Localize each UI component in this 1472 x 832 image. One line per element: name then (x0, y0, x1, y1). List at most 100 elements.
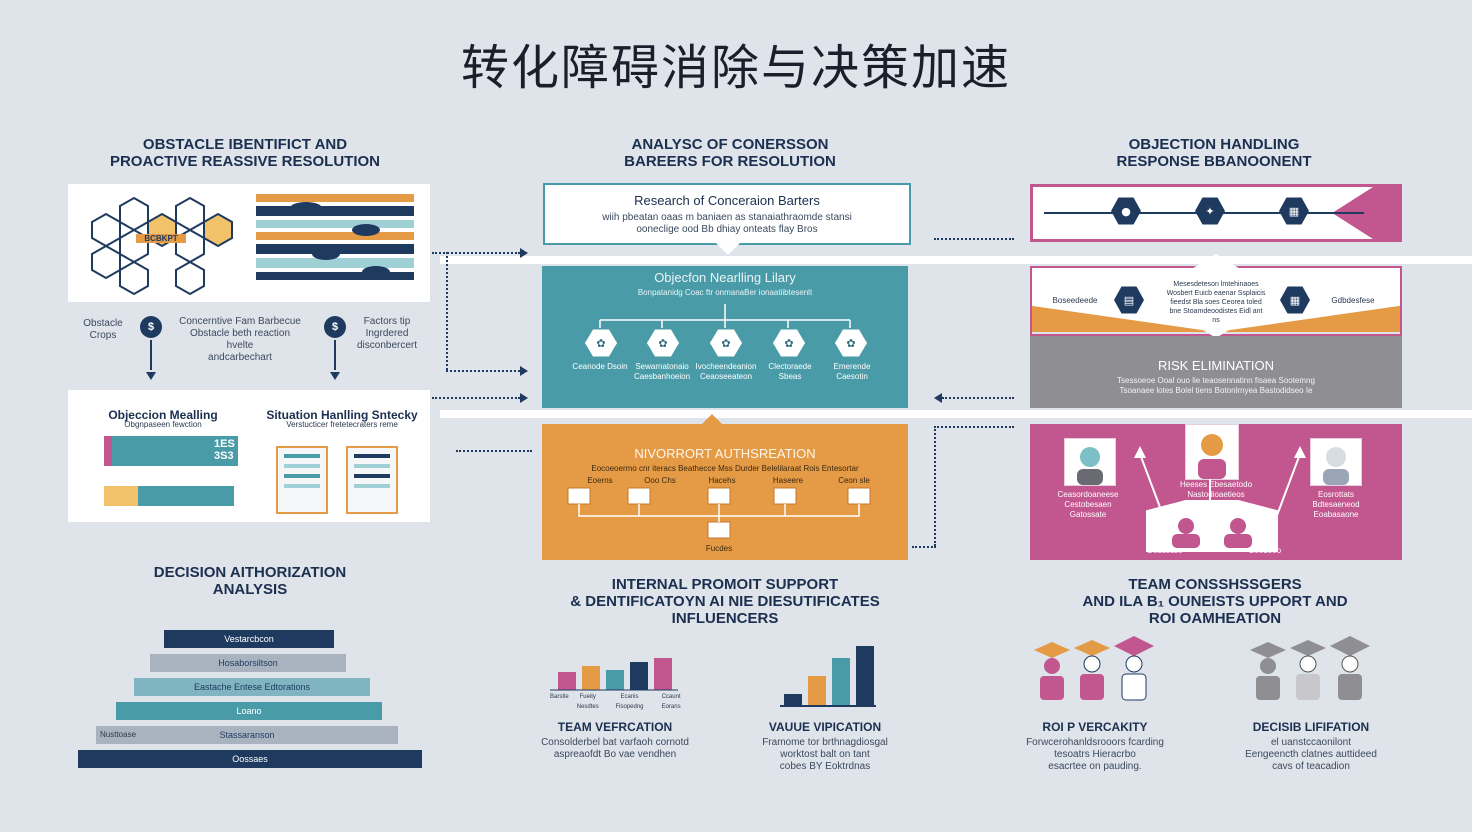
network-bottom: Fucdes (705, 544, 733, 553)
support-heading-line1: INTERNAL PROMOIT SUPPORT (611, 576, 839, 593)
connector-right-arrow (934, 393, 942, 403)
striped-banner-graphic (256, 194, 414, 280)
pyramid-step-2: Hosaborsiltson (150, 654, 346, 672)
connector-right-low (934, 426, 1014, 428)
band-mid (440, 410, 1472, 418)
diamond-left-label: Boseedeede (1052, 296, 1098, 305)
pyramid-step-4-label: Loano (236, 706, 262, 716)
pyramid-step-1-label: Vestarcbcon (224, 634, 274, 644)
col1-heading: OBSTACLE IBENTIFICT AND PROACTIVE REASSI… (100, 136, 390, 170)
connector-right-top (934, 238, 1014, 240)
pyramid-step-2-label: Hosaborsiltson (218, 658, 278, 668)
flow-left-label: Obstacle Crops (74, 318, 132, 342)
person-label-1: Ceasordoaneese Cestobesaen Gatossate (1057, 490, 1119, 519)
research-pointer (716, 243, 740, 255)
pyramid-step-5: Stassaranson (96, 726, 398, 744)
card-left-value2: 3S3 (214, 450, 234, 462)
person-avatar-2 (1185, 424, 1239, 480)
library-node-label-3: Ivocheendeanion Ceaoseeateon (695, 362, 757, 381)
value-desc-2: worktost balt on tant (780, 749, 870, 760)
doc-card-1 (276, 446, 328, 514)
network-pointer (700, 414, 724, 426)
team-support-heading-line2: AND ILA B₁ OUNEISTS UPPORT AND (1082, 593, 1348, 610)
dollar-step-icon-right: $ (324, 316, 346, 338)
network-title: NIVORRORT AUTHSREATION (634, 446, 816, 461)
pyramid-step-6-label: Oossaes (232, 754, 268, 764)
pyramid-step-3-label: Eastache Entese Edtorations (193, 682, 311, 692)
connector-mid (446, 370, 520, 372)
connector-low-arrow (520, 393, 528, 403)
decision-heading-line1: DECISION AITHORIZATION (153, 564, 347, 581)
card-right-sub: Verstucticer fretetecraters reme (286, 420, 398, 429)
dollar-step-icon-left: $ (140, 316, 162, 338)
connector-top-arrow (520, 248, 528, 258)
network-panel: NIVORRORT AUTHSREATION Eocoeoermo cnr it… (542, 424, 908, 560)
network-graphic (567, 487, 871, 539)
pyramid-step-5-label: Stassaranson (219, 730, 275, 740)
value-bar (808, 676, 826, 706)
mini-label-3: Ecanis Fisopedng (615, 694, 644, 710)
diamond-right-label: Gdbdesfese (1331, 296, 1375, 305)
research-line2: ooneclige ood Bb dhiay onteats flay Bros (636, 224, 818, 235)
roi-people-graphic (1034, 636, 1154, 701)
card-left-accent2 (104, 486, 138, 506)
card-left-bar (104, 436, 238, 466)
value-title: VAUUE VIPICATION (768, 720, 882, 734)
decision-desc-3: cavs of teacadion (1272, 761, 1350, 772)
library-sub: Bonpatanidg Coac ftr onmanaBer ionaatiib… (637, 288, 813, 297)
diamond-left-icon: ▤ (1114, 286, 1144, 314)
flow-right-label-2: Ingrdered (365, 328, 409, 339)
card-left-value: 1ES (214, 438, 235, 450)
mini-label-4: Ccaunt Eorans (661, 694, 681, 710)
mini-label-1: Barstle (550, 694, 569, 700)
decision-people-graphic (1250, 636, 1370, 700)
risk-title: RISK ELIMINATION (1157, 358, 1275, 373)
connector-bottom (456, 450, 532, 452)
col2-heading: ANALYSC OF CONERSSON BAREERS FOR RESOLUT… (580, 136, 880, 170)
network-node-label-1: Eoerns (587, 476, 613, 485)
flow-left-label-2: Crops (89, 330, 117, 341)
library-node-label-2: Sewarnatonaio Caesbanhoeion (633, 362, 691, 381)
persons-bottom-right: Beedoeo (1248, 546, 1282, 555)
doc-card-2 (346, 446, 398, 514)
network-node-label-2: Ooo Chs (644, 476, 676, 485)
pyramid-side-label: Nusttoase (100, 730, 137, 739)
col3-heading-line2: RESPONSE BBANOONENT (1116, 153, 1312, 170)
decision-heading: DECISION AITHORIZATION ANALYSIS (100, 564, 400, 598)
person-label-3: Eosrottats Bdtesaeneod Eoabasaone (1312, 490, 1360, 519)
decision-title: DECISIB LIFIFATION (1252, 720, 1370, 734)
connector-low (432, 397, 520, 399)
person-label-2: Heeses Ebesaetodo Nastodioaetieos (1179, 480, 1253, 499)
value-bar (856, 646, 874, 706)
support-heading-line3: INFLUENCERS (671, 610, 779, 627)
team-support-heading: TEAM CONSSHSSGERS AND ILA B₁ OUNEISTS UP… (1060, 576, 1370, 627)
flow-right-label-3: disconbercert (356, 340, 418, 351)
handling-panel: Objeccion Mealling Obgnpaseen fewction 1… (68, 390, 430, 522)
team-bar (558, 672, 576, 690)
value-bar (784, 694, 802, 706)
persons-panel: Ceasordoaneese Cestobesaen Gatossate Hee… (1030, 424, 1402, 560)
hex-center-label: BCBKPT (136, 234, 186, 243)
value-bar (832, 658, 850, 706)
team-bar (582, 666, 600, 690)
persons-center-card (1146, 500, 1278, 552)
research-box: Research of Conceraion Barters wiih pbea… (543, 183, 911, 245)
mini-label-2: Fueity Nesdtes (576, 694, 599, 710)
library-node-label-4: Clectoraede Sbeas (768, 362, 812, 381)
pyramid-step-3: Eastache Entese Edtorations (134, 678, 370, 696)
pyramid-step-6: Oossaes (78, 750, 422, 768)
team-title: TEAM VEFRCATION (557, 720, 673, 734)
connector-right-bottom (912, 546, 936, 548)
flow-line-right (334, 340, 336, 370)
page-title: 转化障碍消除与决策加速 (460, 40, 1011, 96)
card-left-title: Objeccion Mealling (108, 408, 218, 422)
team-bar (606, 670, 624, 690)
research-title: Research of Conceraion Barters (634, 193, 820, 208)
connector-right-mid (942, 397, 1014, 399)
team-desc-1: Consolderbel bat varfaoh cornotd (541, 737, 689, 748)
value-desc: Framome tor brthnagdiosgal worktost balt… (740, 737, 910, 773)
roi-title: ROI P VERCAKITY (1042, 720, 1148, 734)
library-node-label-1: Ceanode Dsoin (572, 362, 628, 371)
diamond-text: Mesesdeteson lmtehinaoes Wosbert Euicb e… (1166, 281, 1266, 324)
roi-desc-3: esacrtee on pauding. (1048, 761, 1142, 772)
